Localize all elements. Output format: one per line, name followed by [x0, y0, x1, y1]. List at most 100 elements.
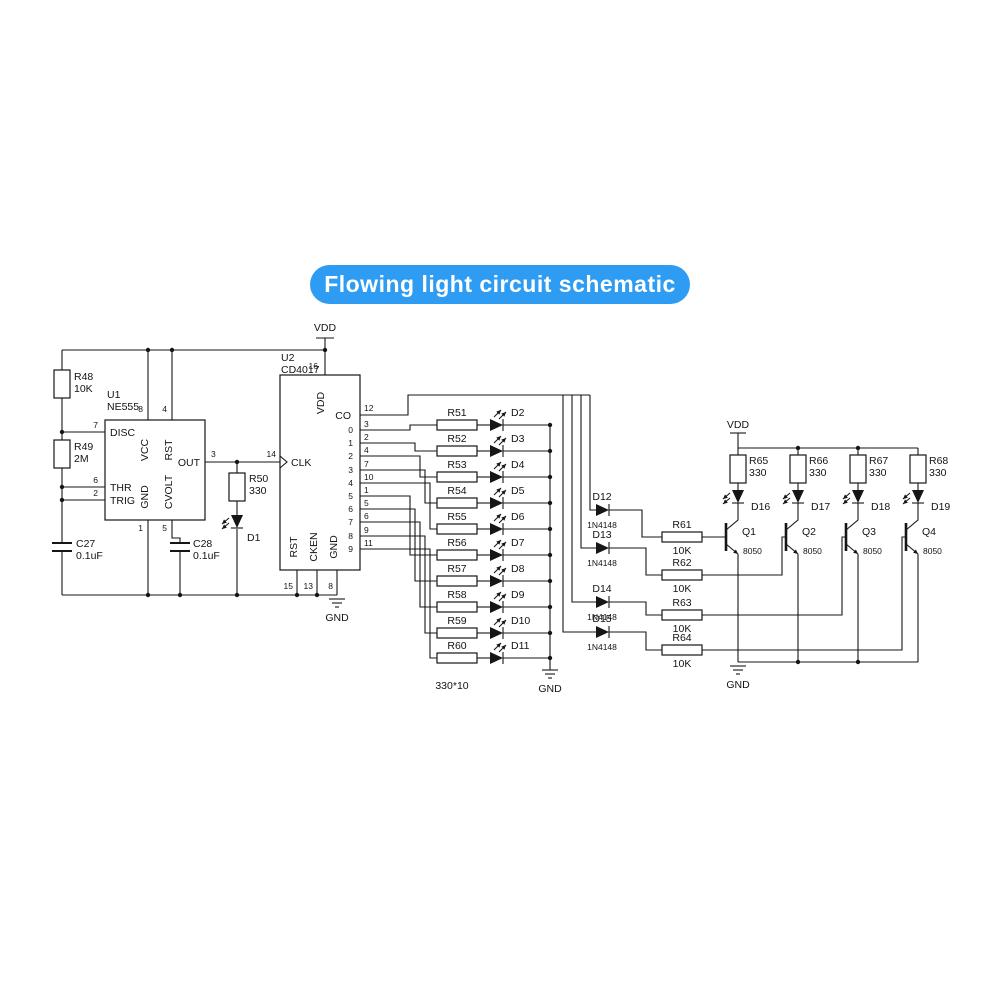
resistor-ref: R49	[74, 441, 93, 453]
pin-number: 2	[364, 432, 369, 442]
resistor-value: 2M	[74, 453, 89, 465]
output-number: 1	[348, 438, 353, 448]
resistor-ref: R50	[249, 473, 268, 485]
collector-wire	[785, 503, 799, 531]
u1-ref: U1	[107, 389, 121, 401]
resistor-R55	[436, 523, 478, 535]
output-number: 9	[348, 544, 353, 554]
resistor-R56	[436, 549, 478, 561]
pin-number: 4	[364, 445, 369, 455]
arrow-head	[496, 592, 501, 597]
u2-output-wire	[360, 521, 437, 608]
u1-gnd-label: GND	[139, 485, 151, 509]
diode-D13	[596, 542, 609, 554]
resistor-ref: R58	[447, 589, 466, 601]
resistor-value: 330	[929, 467, 947, 479]
diode-ref: D12	[592, 491, 611, 503]
arrow-head	[496, 410, 501, 415]
resistor-ref: R61	[672, 519, 691, 531]
u2-cd4017-body	[279, 374, 361, 571]
resistor-R48	[53, 369, 71, 399]
pin-number: 16	[309, 361, 319, 371]
arrow-head	[222, 519, 227, 524]
u1-disc-label: DISC	[110, 427, 136, 439]
arrow-head	[853, 549, 858, 554]
junction-dot	[169, 347, 175, 353]
arrow-head	[222, 524, 227, 529]
resistor-R57	[436, 575, 478, 587]
static-labels: VDD 16 U2 CD4017 VDD CO 12 CLK 14 RST CK…	[74, 322, 750, 695]
pin-number: 7	[364, 459, 369, 469]
u1-vcc-label: VCC	[139, 438, 151, 461]
pin-number: 1	[138, 523, 143, 533]
junction-dot	[177, 592, 183, 598]
u1-out-label: OUT	[178, 457, 201, 469]
u2-part: CD4017	[281, 364, 320, 376]
pin-number: 5	[162, 523, 167, 533]
led-D10	[490, 627, 503, 639]
output-number: 0	[348, 425, 353, 435]
resistor-ref: R51	[447, 407, 466, 419]
arrow-head	[903, 499, 908, 504]
led-D7	[490, 549, 503, 561]
led-ref: D8	[511, 563, 525, 575]
led-ref: D1	[247, 532, 261, 544]
arrow-head	[496, 436, 501, 441]
junction-dot	[314, 592, 320, 598]
diode-D15	[596, 626, 609, 638]
resistor-R50	[228, 472, 246, 502]
output-number: 2	[348, 451, 353, 461]
capacitor-value: 0.1uF	[193, 550, 220, 562]
diode-D14	[596, 596, 609, 608]
led-ref: D5	[511, 485, 525, 497]
resistor-R64	[661, 644, 703, 656]
led-D17	[792, 490, 804, 503]
led-ref: D16	[751, 501, 770, 513]
output-number: 4	[348, 478, 353, 488]
arrow-head	[501, 464, 506, 469]
junction-dot	[234, 459, 240, 465]
u2-output-wire	[360, 548, 437, 659]
resistor-ref: R68	[929, 455, 948, 467]
arrow-head	[496, 540, 501, 545]
led-D6	[490, 523, 503, 535]
resistor-R61	[661, 531, 703, 543]
u2-output-wire	[360, 469, 437, 504]
led-ref: D2	[511, 407, 525, 419]
resistor-value: 10K	[673, 545, 692, 557]
pin-number: 11	[364, 538, 373, 548]
resistor-ref: R56	[447, 537, 466, 549]
arrow-head	[496, 514, 501, 519]
vdd-net-label: VDD	[314, 322, 337, 334]
output-number: 7	[348, 517, 353, 527]
resistor-value: 330	[249, 485, 267, 497]
resistor-ref: R59	[447, 615, 466, 627]
output-number: 8	[348, 531, 353, 541]
capacitor-ref: C27	[76, 538, 95, 550]
arrow-head	[843, 494, 848, 499]
u1-rst-label: RST	[163, 439, 175, 461]
base-wire	[609, 631, 662, 651]
resistor-R66	[789, 454, 807, 484]
arrow-head	[501, 620, 506, 625]
u2-output-wire	[360, 482, 437, 530]
resistor-ref: R63	[672, 597, 691, 609]
gnd-net-label: GND	[325, 612, 349, 624]
junction-dot	[59, 484, 65, 490]
resistor-value: 330	[809, 467, 827, 479]
led-D3	[490, 445, 503, 457]
led-ref: D4	[511, 459, 525, 471]
resistor-ref: R52	[447, 433, 466, 445]
resistor-value: 330	[749, 467, 767, 479]
capacitor-ref: C28	[193, 538, 212, 550]
led-D11	[490, 652, 503, 664]
u2-vdd-label: VDD	[315, 391, 327, 414]
output-number: 6	[348, 504, 353, 514]
junction-dot	[59, 497, 65, 503]
diode-part: 1N4148	[587, 520, 617, 530]
u2-co-label: CO	[335, 410, 351, 422]
u2-output-wire	[360, 442, 437, 452]
resistor-R49	[53, 439, 71, 469]
resistor-ref: R55	[447, 511, 466, 523]
